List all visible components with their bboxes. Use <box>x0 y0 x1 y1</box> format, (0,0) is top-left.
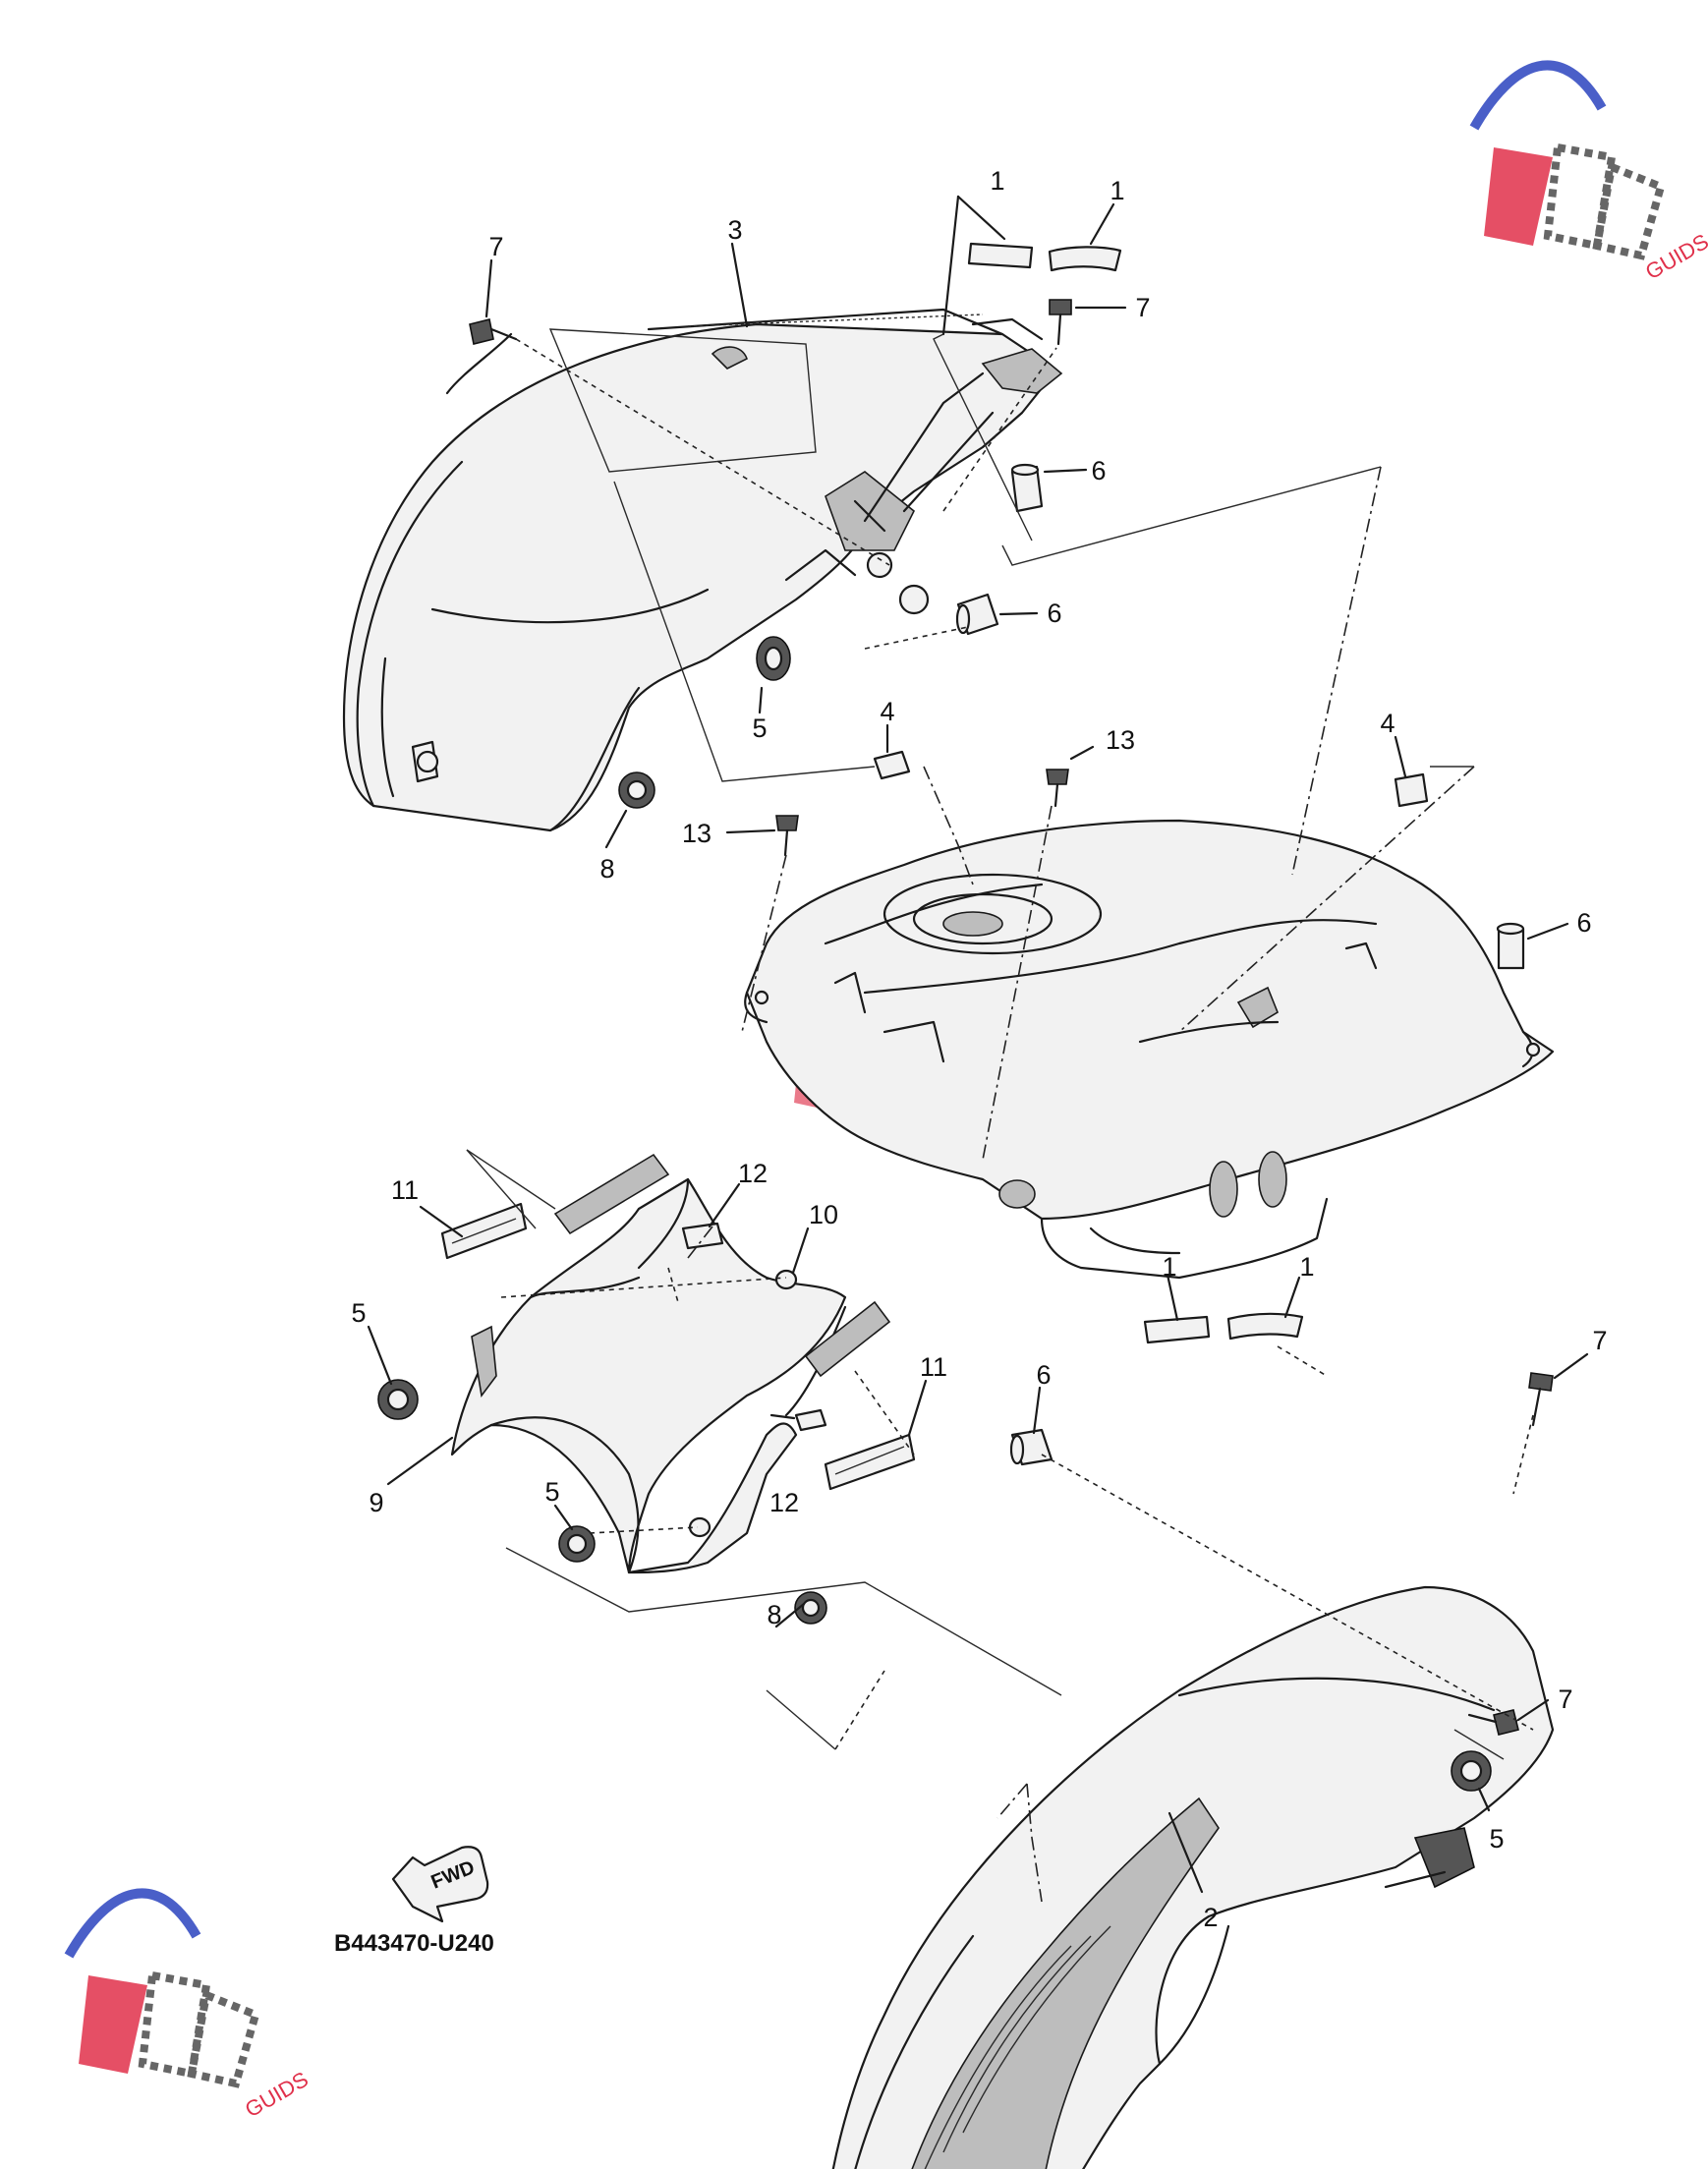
watermark-logo-bottom-left: GUIDS <box>64 1888 313 2122</box>
cover-leader-box <box>548 328 817 473</box>
callout-7: 7 <box>1558 1684 1572 1714</box>
callout-6: 6 <box>1036 1360 1051 1390</box>
pad-part1-top-a <box>967 242 1034 269</box>
grommet-part5-c <box>558 1525 596 1563</box>
collar-part6-d <box>1009 1428 1053 1466</box>
callout-3: 3 <box>727 215 742 245</box>
collar-part6-b <box>955 593 999 636</box>
pad-part11-a <box>440 1202 528 1260</box>
pad-part11-b <box>824 1433 916 1491</box>
callout-1: 1 <box>1299 1252 1314 1282</box>
callout-7: 7 <box>1592 1326 1607 1355</box>
callout-12: 12 <box>738 1159 768 1188</box>
clip-part12-a <box>681 1222 724 1250</box>
collar-part6-a <box>1010 463 1044 513</box>
diagram-code: B443470-U240 <box>334 1930 494 1957</box>
bolt-part7-a <box>469 318 518 345</box>
pin-part9 <box>688 1516 712 1538</box>
foam-strip-b <box>804 1300 891 1378</box>
callout-5: 5 <box>752 713 767 743</box>
screw-part13-a <box>775 815 799 857</box>
grommet-part8-b <box>794 1591 827 1625</box>
callout-1: 1 <box>1162 1252 1176 1282</box>
callout-6: 6 <box>1576 908 1591 938</box>
inner-panel-part9 <box>450 1177 847 1574</box>
callout-13: 13 <box>1106 725 1135 755</box>
callout-11: 11 <box>391 1175 419 1205</box>
callout-4: 4 <box>880 697 894 726</box>
clip-part12-b <box>794 1408 827 1432</box>
collar-part6-c <box>1496 922 1525 970</box>
foam-strip-a <box>553 1153 670 1235</box>
grommet-part8-a <box>618 771 655 809</box>
callout-1: 1 <box>1110 176 1124 205</box>
fwd-arrow: FWD <box>391 1846 489 1923</box>
callout-7: 7 <box>488 232 503 261</box>
callout-8: 8 <box>599 854 614 884</box>
grommet-part5-a <box>756 636 791 681</box>
leader-lines <box>367 195 1589 1894</box>
clip-part4-a <box>873 750 911 780</box>
callout-5: 5 <box>544 1477 559 1507</box>
callouts: 1 1 1 1 2 3 4 4 5 5 5 5 6 6 6 6 7 7 7 7 … <box>351 166 1607 1932</box>
callout-7: 7 <box>1135 293 1150 322</box>
watermark-suffix: GUIDS <box>1641 229 1708 284</box>
callout-6: 6 <box>1047 599 1061 628</box>
callout-12: 12 <box>769 1488 799 1517</box>
screw-part13-b <box>1046 769 1069 808</box>
callout-1: 1 <box>990 166 1004 196</box>
callout-9: 9 <box>369 1488 383 1517</box>
fuel-tank <box>744 819 1555 1280</box>
grommet-part5-d <box>1451 1750 1492 1792</box>
callout-5: 5 <box>1489 1824 1504 1854</box>
reference-lines <box>466 333 1534 1903</box>
callout-11: 11 <box>920 1352 947 1382</box>
bolt-part7-c <box>1528 1372 1554 1427</box>
side-cover-left-part3 <box>342 308 1063 832</box>
pad-part1-bot-a <box>1143 1315 1211 1344</box>
callout-5: 5 <box>351 1298 366 1328</box>
callout-8: 8 <box>767 1600 781 1629</box>
callout-13: 13 <box>682 819 712 848</box>
clip-part4-b <box>1394 772 1429 808</box>
watermark-logo-top-right: GUIDS <box>1469 60 1708 284</box>
callout-4: 4 <box>1380 709 1395 738</box>
callout-10: 10 <box>809 1200 838 1229</box>
nut-part10 <box>774 1269 798 1290</box>
grommet-part5-b <box>377 1379 419 1420</box>
svg-text:GUIDS: GUIDS <box>241 2067 313 2122</box>
bolt-part7-d <box>1467 1709 1519 1736</box>
pad-part1-bot-b <box>1226 1312 1304 1341</box>
callout-6: 6 <box>1091 456 1106 485</box>
bolt-part7-b <box>1049 299 1072 346</box>
pad-part1-top-b <box>1048 246 1122 272</box>
side-cover-right-part2 <box>831 1585 1555 2169</box>
callout-2: 2 <box>1203 1903 1218 1932</box>
